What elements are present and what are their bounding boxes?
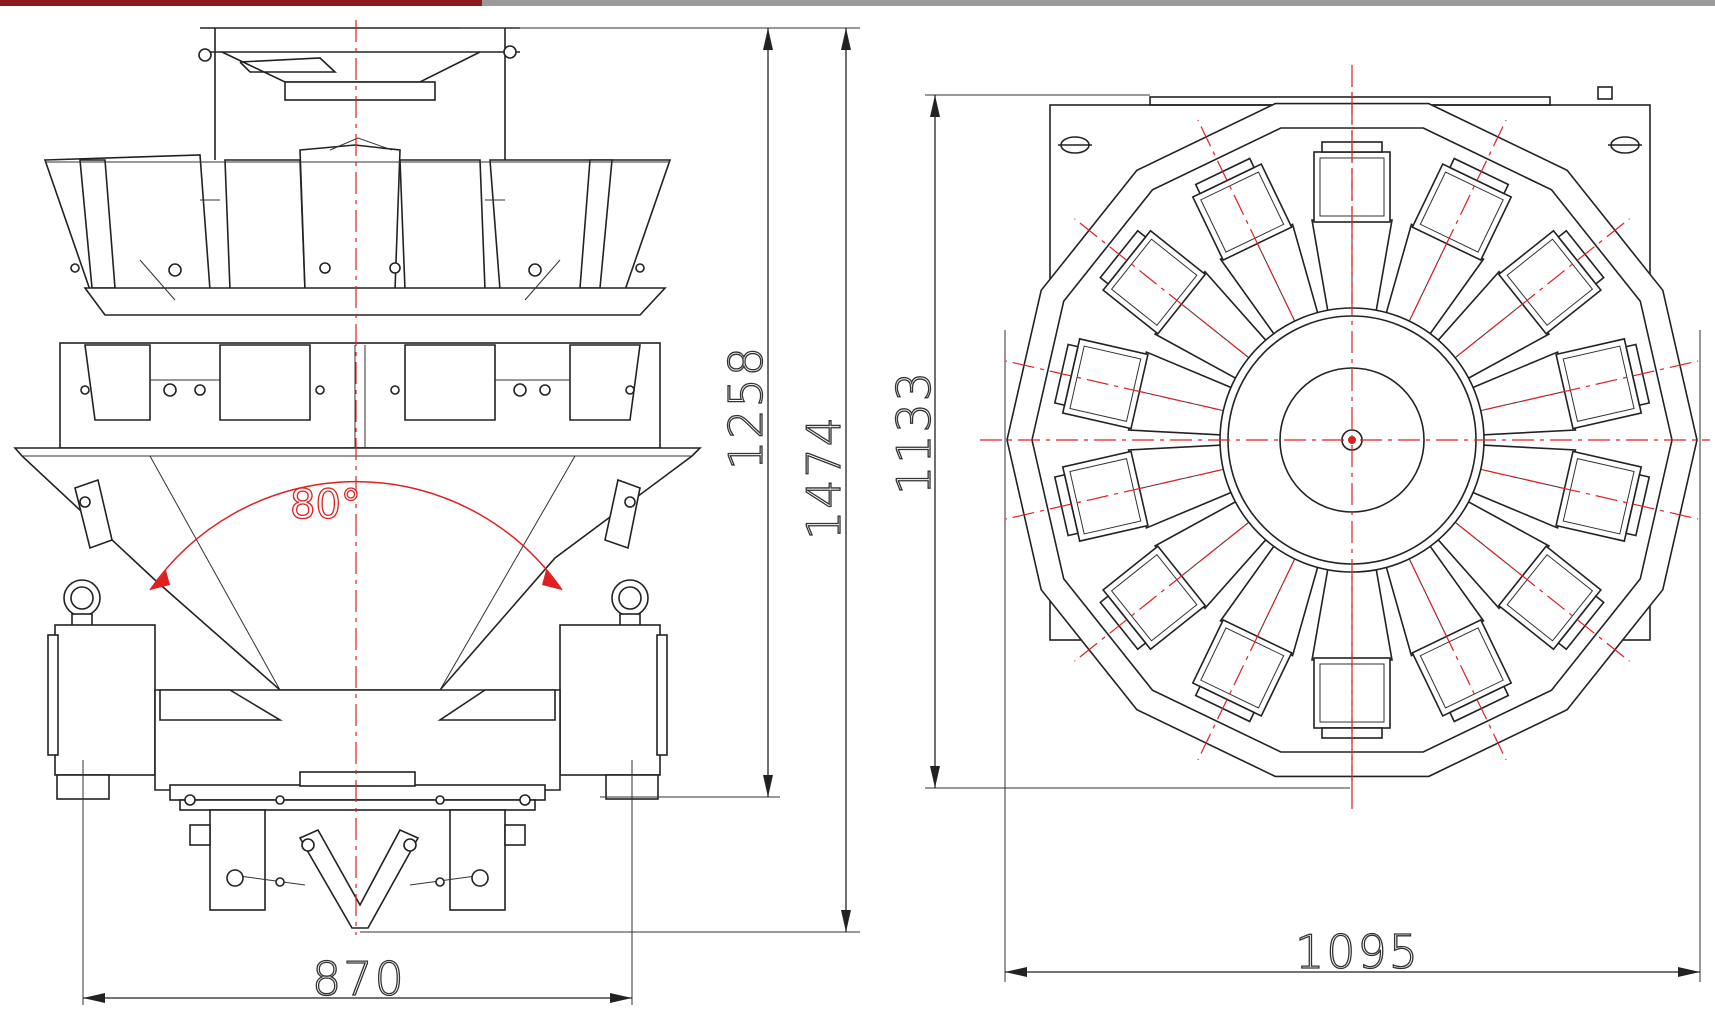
bucket-arm [1377, 493, 1513, 761]
top-bar-accent [0, 0, 482, 6]
top-feeder [198, 27, 520, 160]
bucket-arm [1191, 119, 1327, 387]
top-height-dimension: 1133 [886, 94, 1350, 789]
inner-shell [1031, 127, 1673, 753]
dim-base-width: 870 [312, 952, 406, 1006]
dim-top-height: 1133 [887, 370, 941, 495]
collecting-chute [13, 447, 702, 691]
dim-total-height: 1474 [797, 415, 851, 540]
upper-hopper-row [43, 137, 672, 316]
bucket-arm [1410, 444, 1699, 543]
side-width-dimension: 870 [82, 760, 633, 1007]
bucket-ring [1005, 85, 1699, 795]
top-view: 1133 1095 [886, 65, 1710, 982]
base-frame [47, 624, 668, 811]
top-bar [482, 0, 1715, 6]
dim-top-width: 1095 [1295, 925, 1420, 979]
bucket-arm [1074, 218, 1306, 404]
bucket-arm [1398, 476, 1630, 662]
top-handles [1058, 136, 1642, 154]
top-width-dimension: 1095 [1004, 330, 1701, 982]
side-view: 80° 1258 1474 870 [13, 20, 860, 1007]
weigh-hopper-row [59, 342, 661, 449]
discharge-gates [189, 809, 526, 929]
angle-label: 80° [290, 482, 361, 528]
dim-top-height: 1258 [719, 345, 773, 470]
bucket-arm [1377, 119, 1513, 387]
bucket-arm [1005, 444, 1294, 543]
side-vertical-dimensions: 1258 1474 [360, 27, 860, 933]
bucket-arm [1410, 337, 1699, 436]
angle-indicator: 80° [149, 480, 563, 591]
bucket-arm [1005, 337, 1294, 436]
top-centerlines [980, 65, 1710, 815]
